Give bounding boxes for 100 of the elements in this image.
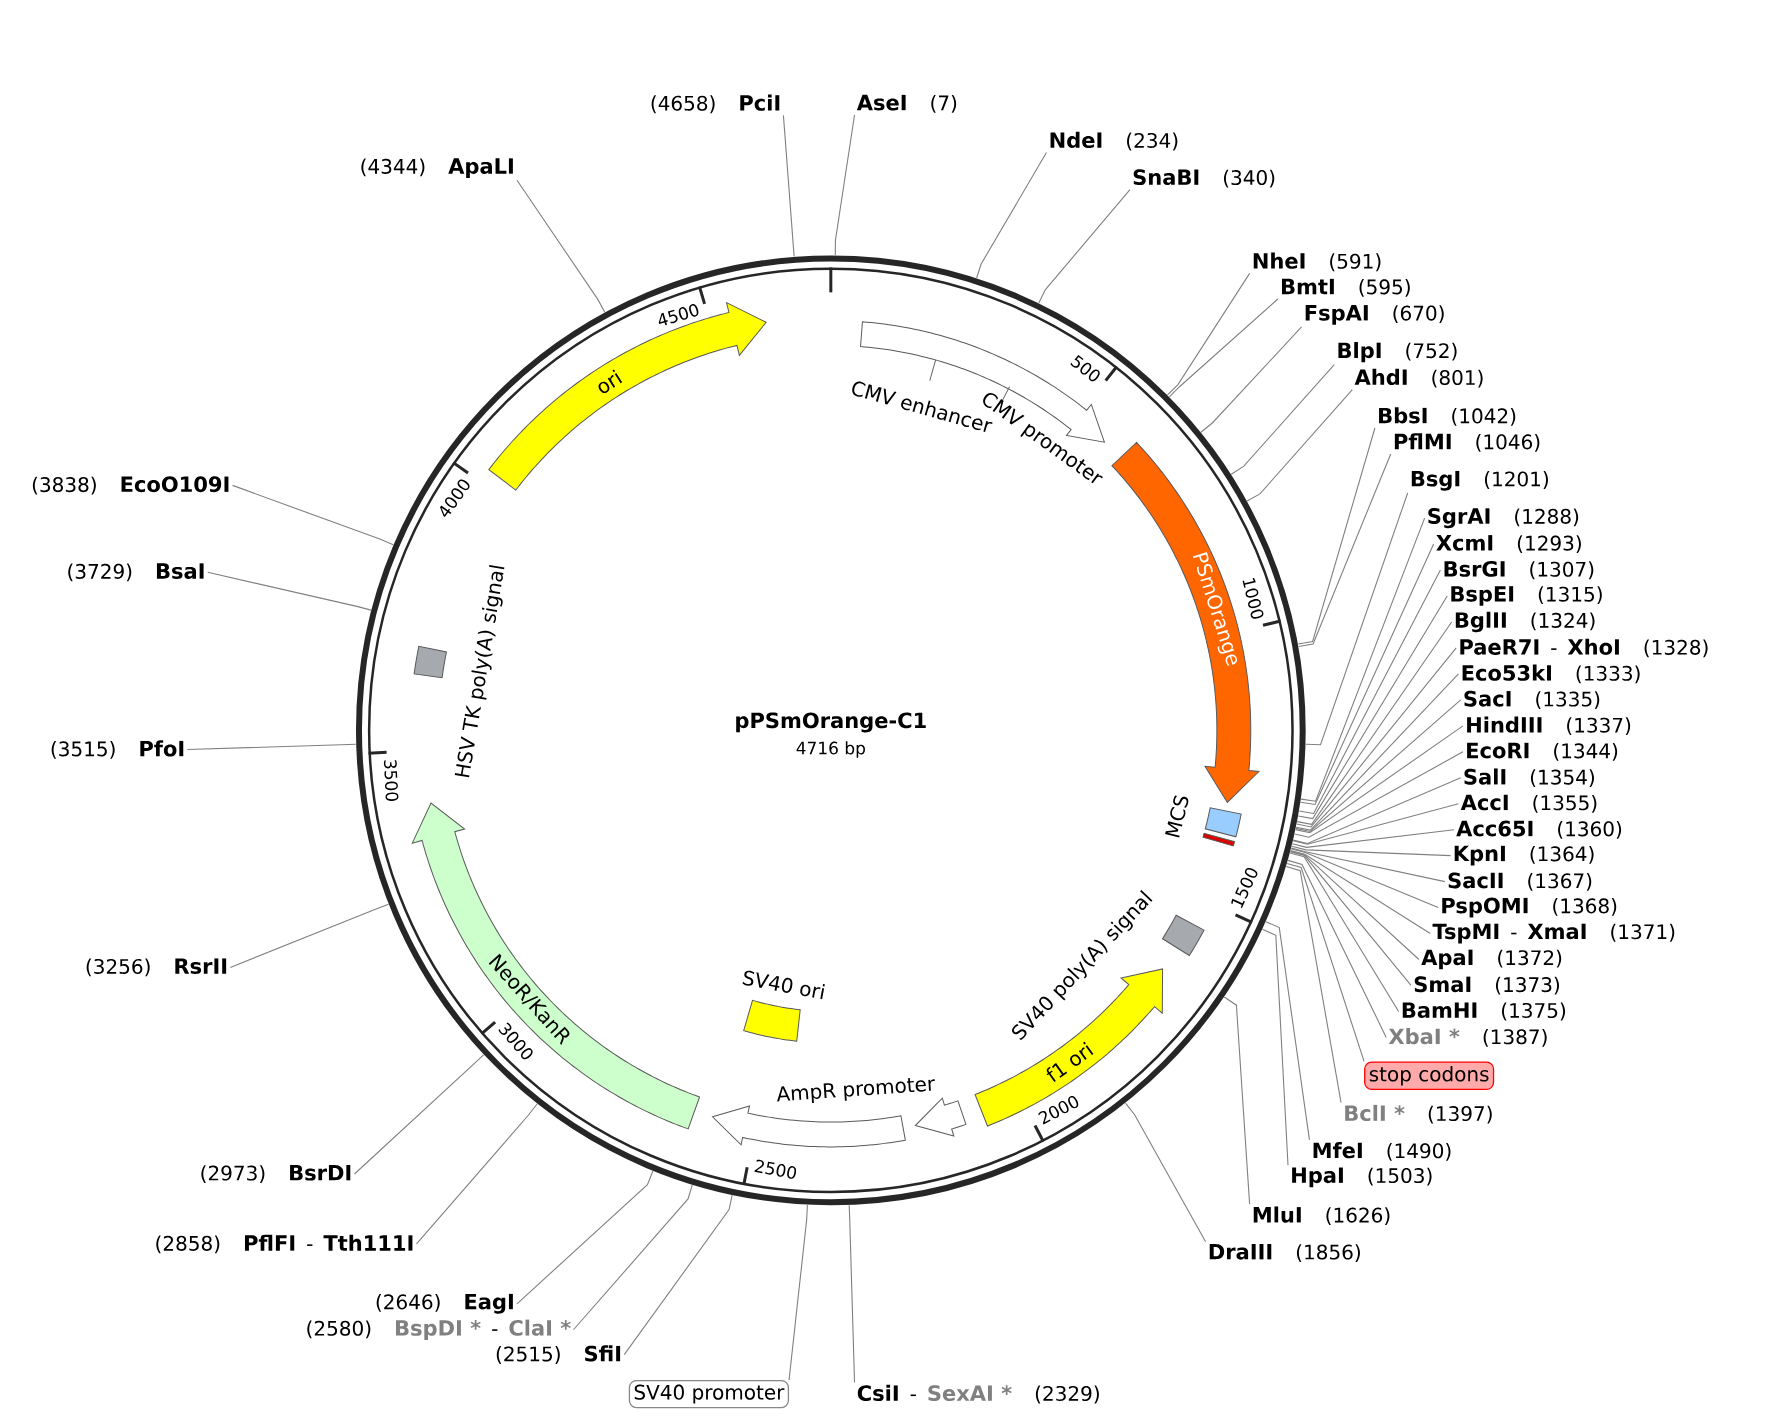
cut-site-label: BlpI (752): [1338, 342, 1457, 363]
cut-site-label: ApaI (1372): [1421, 949, 1562, 970]
feature-label: stop codons: [1364, 1061, 1495, 1091]
leader-line: [1290, 848, 1439, 909]
cut-site-label: KpnI (1364): [1454, 845, 1594, 866]
leader-line: [834, 114, 856, 256]
cut-site-label: MluI (1626): [1253, 1206, 1390, 1226]
leader-line: [1265, 921, 1310, 1141]
cut-site-label: (2646) EagI: [376, 1293, 513, 1314]
leader-line: [1289, 850, 1420, 961]
cut-site-label: FspAI (670): [1305, 305, 1444, 325]
leader-line: [1298, 569, 1441, 815]
leader-line: [1296, 621, 1453, 826]
cut-site-label: HpaI (1503): [1292, 1167, 1432, 1188]
cut-site-label: PspOMI (1368): [1442, 897, 1617, 918]
leader-line: [186, 743, 357, 751]
cut-site-label: BmtI (595): [1282, 278, 1410, 297]
tick-label: 1500: [1231, 867, 1258, 908]
cut-site-label: (2515) SfiI: [496, 1345, 621, 1364]
cut-site-label: SmaI (1373): [1414, 976, 1559, 995]
cut-site-label: PaeR7I - XhoI (1328): [1460, 638, 1708, 658]
cut-site-label: XbaI * (1387): [1388, 1028, 1547, 1047]
cut-site-label: NheI (591): [1253, 252, 1381, 272]
node-label: SV40 ori: [742, 970, 825, 1000]
cut-site-label: MfeI (1490): [1313, 1142, 1451, 1161]
leader-line: [1297, 595, 1448, 820]
leader-line: [207, 571, 372, 611]
leader-line: [1297, 427, 1376, 645]
leader-line: [1292, 803, 1459, 845]
leader-line: [516, 179, 606, 313]
feature-box: HSV TK poly(A) signal: [413, 565, 505, 778]
leader-line: [1291, 829, 1455, 848]
cut-site-label: BsgI (1201): [1411, 470, 1548, 491]
cut-site-label: PflMI (1046): [1394, 433, 1540, 452]
cut-site-label: (2973) BsrDI: [201, 1165, 351, 1183]
tick-label: 500: [1070, 354, 1100, 382]
feature-bar: [1202, 832, 1236, 847]
leader-line: [353, 1054, 485, 1175]
cut-site-label: AseI (7): [856, 94, 957, 113]
leader-line: [1200, 326, 1303, 433]
leader-line: [1124, 1102, 1207, 1243]
cut-site-label: BclI * (1397): [1345, 1104, 1492, 1124]
plasmid-size: 4716 bp: [796, 741, 865, 758]
cut-site-label: BamHI (1375): [1402, 1002, 1566, 1021]
cut-site-label: (3515) PfoI: [51, 740, 184, 759]
directional-feature: AmpR promoter: [712, 1078, 935, 1148]
leader-line: [229, 903, 390, 968]
node-label: AmpR promoter: [777, 1078, 935, 1104]
leader-line: [976, 152, 1047, 279]
cut-site-label: SacII (1367): [1448, 872, 1592, 891]
leader-line: [1287, 859, 1387, 1038]
leader-line: [1298, 453, 1392, 648]
cut-site-label: Acc65I (1360): [1456, 820, 1622, 839]
plasmid-name: pPSmOrange-C1: [736, 712, 926, 733]
tick-label: 3500: [383, 760, 399, 801]
cut-site-label: BsrGI (1307): [1444, 560, 1594, 580]
leader-line: [416, 1103, 538, 1245]
leader-line: [1289, 852, 1400, 1012]
cut-site-label: (3729) BsaI: [68, 563, 204, 582]
leader-line: [1300, 543, 1435, 806]
cut-site-label: BspEI (1315): [1451, 586, 1602, 606]
cut-site-label: CsiI - SexAI * (2329): [857, 1384, 1099, 1404]
leader-line: [1292, 777, 1462, 845]
leader-line: [782, 114, 795, 258]
leader-line: [1289, 851, 1412, 987]
cut-site-label: SnaBI (340): [1133, 169, 1275, 188]
leader-line: [1305, 492, 1409, 746]
leader-line: [1261, 928, 1289, 1166]
leader-line: [1038, 189, 1131, 304]
leader-line: [1300, 517, 1426, 802]
feature-label: SV40 promoter: [628, 1379, 790, 1409]
leader-line: [848, 1204, 856, 1384]
cut-site-label: DraIII (1856): [1209, 1244, 1360, 1262]
cut-site-label: BglII (1324): [1455, 611, 1595, 633]
cut-site-label: (2580) BspDI * - ClaI *: [307, 1319, 571, 1340]
cut-site-label: XcmI (1293): [1436, 535, 1581, 554]
leader-line: [623, 1194, 733, 1356]
leader-line: [788, 1204, 808, 1381]
leader-line: [1246, 389, 1353, 502]
node-label: HSV TK poly(A) signal: [454, 565, 505, 778]
cut-site-label: SacI (1335): [1464, 690, 1600, 709]
leader-line: [1290, 850, 1431, 935]
cut-site-label: Eco53kI (1333): [1462, 664, 1640, 684]
leader-line: [1230, 364, 1335, 475]
cut-site-label: AhdI (801): [1354, 368, 1483, 388]
cut-site-label: EcoRI (1344): [1467, 742, 1618, 761]
cut-site-label: (2858) PflFI - Tth111I: [156, 1234, 413, 1254]
leader-line: [1167, 272, 1251, 396]
cut-site-label: (3256) RsrII: [86, 958, 227, 977]
leader-line: [232, 484, 394, 546]
leader-line: [1223, 996, 1251, 1205]
leader-line: [1290, 847, 1446, 883]
cut-site-label: AccI (1355): [1460, 794, 1597, 813]
cut-site-label: HindIII (1337): [1467, 716, 1631, 736]
cut-site-label: NdeI (234): [1050, 131, 1178, 151]
cut-site-label: (4344) ApaLI: [361, 158, 513, 179]
tick-label: 4500: [658, 304, 699, 326]
leader-line: [1168, 298, 1279, 398]
cut-site-label: (4658) PciI: [651, 94, 780, 114]
leader-line: [1295, 673, 1459, 831]
